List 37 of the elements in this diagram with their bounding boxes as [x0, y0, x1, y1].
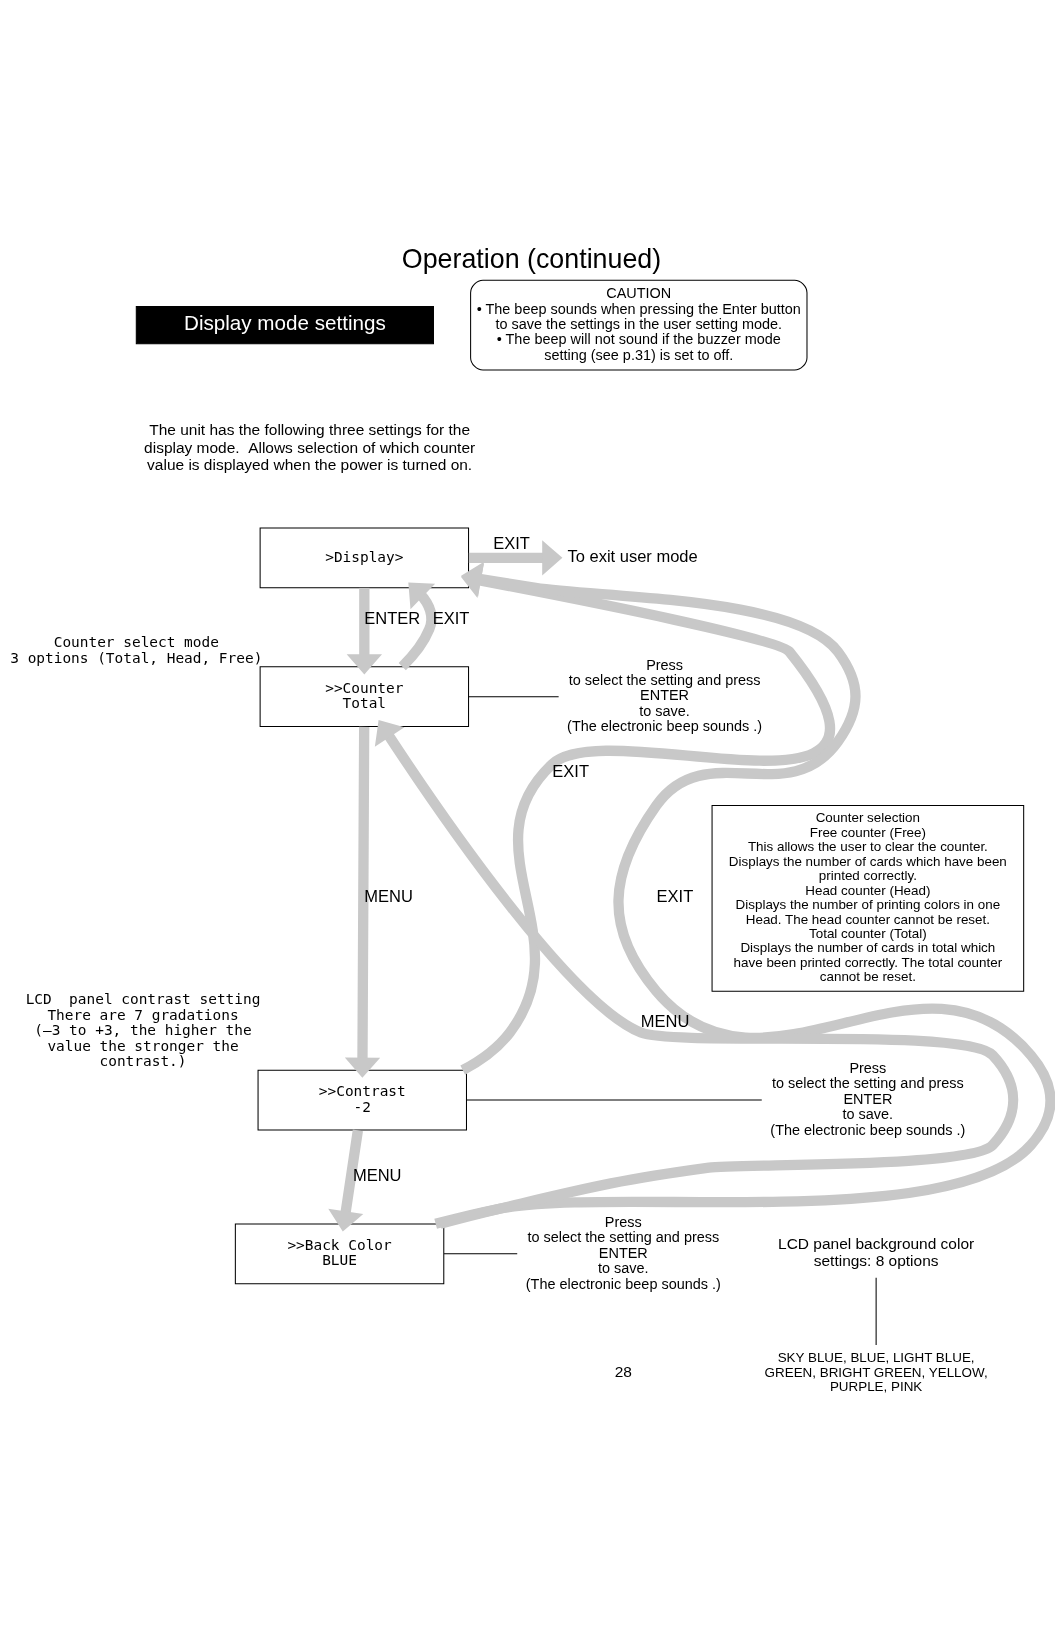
edge-label: EXIT: [656, 886, 694, 905]
node-text: SKY BLUE, BLUE, LIGHT BLUE, GREEN, BRIGHT GREEN, YELLOW, PURPLE, PINK: [764, 1349, 988, 1394]
label: 28: [614, 1362, 632, 1380]
arrow: [344, 726, 381, 1078]
diagram-title: Operation (continued): [401, 243, 662, 274]
arrow: [346, 587, 383, 674]
connector: [466, 1099, 763, 1101]
arrow: [374, 719, 1019, 1229]
connector: [443, 1252, 518, 1254]
node-text: To exit user mode: [567, 546, 698, 565]
arrow: [398, 581, 437, 670]
label: The unit has the following three settings for the display mode. Allows selection of which counter value is displayed when the power is turned on.: [144, 420, 476, 473]
node-label: LCD panel contrast setting: [25, 990, 261, 1007]
edge-label: MENU: [352, 1165, 402, 1184]
arrow: [328, 1129, 364, 1231]
node-box: Counter selection Free counter (Free) This allows the user to clear the counter. Displays the number of cards which have been printed correctly. Head counter (Head) Displays the number of printing colors in one Head. The head counter cannot be reset. Total counter (Total) Displays the number of cards in total which have been printed correctly. The total counter cannot be reset.: [711, 804, 1025, 992]
node-text: LCD panel background color settings: 8 options: [778, 1234, 975, 1269]
node-text: Press to select the setting and press ENTER to save. (The electronic beep sounds .): [567, 656, 763, 734]
node-box: >Display>: [259, 526, 470, 588]
arrow: [468, 539, 563, 576]
edge-label: MENU: [640, 1011, 690, 1030]
node-label: 3 options (Total, Head, Free): [10, 649, 263, 666]
node-text: Press to select the setting and press ENTER to save. (The electronic beep sounds .): [525, 1213, 721, 1292]
node-box: >>Back Color BLUE: [234, 1222, 445, 1284]
edge-label: ENTER: [364, 608, 421, 627]
edge-label: EXIT: [493, 533, 530, 552]
node-box: >>Counter Total: [259, 665, 470, 727]
connector: [468, 695, 560, 697]
node-label: Counter select mode: [53, 633, 219, 650]
node-box: Display mode settings: [135, 305, 434, 344]
node-box: >>Contrast -2: [257, 1069, 467, 1131]
edge-label: MENU: [364, 886, 413, 905]
edge-label: EXIT: [552, 761, 590, 780]
node-text: Press to select the setting and press ENTER to save. (The electronic beep sounds .): [770, 1059, 966, 1138]
node-box: CAUTION • The beep sounds when pressing the Enter button to save the settings in the user setting mode. • The beep will not sound if the buzzer mode setting (see p.31) is set to off.: [470, 279, 808, 371]
edge-label: EXIT: [432, 608, 470, 627]
node-label: There are 7 gradations: [47, 1006, 239, 1023]
